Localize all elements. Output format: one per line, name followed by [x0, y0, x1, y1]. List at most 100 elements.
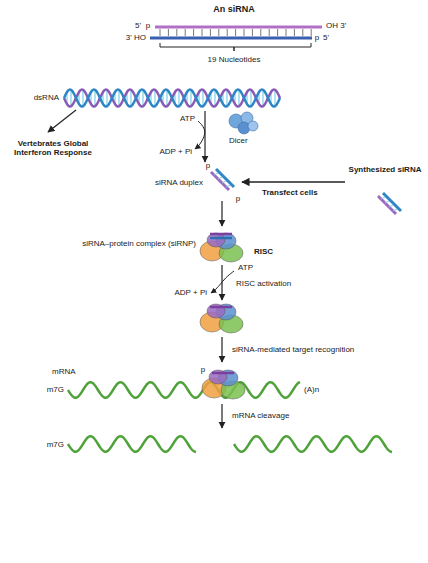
sense-strand [155, 26, 322, 29]
diagram-label: ADP + Pi [159, 147, 192, 156]
base-pair [250, 91, 251, 105]
diagram-label: Dicer [229, 136, 248, 145]
base-pair [235, 29, 236, 36]
sirna-duplex [222, 181, 226, 183]
arrow [221, 404, 222, 428]
base-pair [226, 91, 227, 105]
base-pair [166, 91, 167, 105]
base-pair [214, 91, 215, 105]
mrna-fragment [234, 436, 392, 452]
diagram-label: Vertebrates Global Interferon Response [5, 139, 101, 157]
arrow [48, 110, 76, 132]
sirna-duplex [226, 185, 230, 187]
base-pair [94, 91, 95, 105]
base-pair [218, 29, 219, 36]
base-pair [168, 29, 169, 36]
guide-strand [210, 306, 232, 309]
base-pair [260, 29, 261, 36]
diagram-label: p [206, 161, 210, 170]
base-pair [227, 29, 228, 36]
sirna-duplex [218, 177, 222, 179]
base-pair [185, 29, 186, 36]
antisense-strand [150, 37, 312, 40]
base-pair [82, 91, 83, 105]
diagram-label: Transfect cells [262, 188, 318, 197]
diagram-label: mRNA [52, 367, 76, 376]
base-pair [130, 91, 131, 105]
base-pair [176, 29, 177, 36]
diagram-label: mRNA cleavage [232, 411, 289, 420]
rna-strand [64, 89, 280, 106]
base-pair [190, 91, 191, 105]
base-pair [202, 91, 203, 105]
dicer-enzyme [248, 121, 258, 131]
synthesized-sirna [393, 209, 397, 211]
arrow [204, 111, 205, 162]
arrow [242, 181, 345, 182]
guide-strand [212, 372, 234, 375]
diagram-label: 3' HO [126, 33, 146, 42]
base-pair [193, 29, 194, 36]
diagram-label: RISC [254, 247, 273, 256]
energy-arrow [195, 121, 205, 149]
arrow [221, 337, 222, 362]
diagram-label: m7G [47, 385, 64, 394]
base-pair [210, 29, 211, 36]
base-pair [178, 91, 179, 105]
base-pair [118, 91, 119, 105]
diagram-label: siRNA-mediated target recognition [232, 345, 354, 354]
guide-strand [210, 233, 232, 236]
diagram-label: ATP [180, 114, 195, 123]
base-pair [202, 29, 203, 36]
base-pair [262, 91, 263, 105]
base-pair [252, 29, 253, 36]
diagram-label: p [201, 365, 205, 374]
diagram-label: ADP + Pi [174, 288, 207, 297]
base-pair [154, 91, 155, 105]
base-pair [244, 29, 245, 36]
diagram-label: 5' [135, 21, 141, 30]
diagram-label: 19 Nucleotides [208, 55, 261, 64]
diagram-label: dsRNA [34, 93, 59, 102]
diagram-label: m7G [47, 440, 64, 449]
sirna-duplex [214, 173, 218, 175]
mrna [68, 382, 300, 398]
base-pair [311, 29, 312, 36]
diagram-label: p [146, 21, 150, 30]
diagram-label: siRNA duplex [155, 178, 203, 187]
base-pair [160, 29, 161, 36]
base-pair [106, 91, 107, 105]
diagram-label: p [315, 33, 319, 42]
diagram-label: (A)n [304, 385, 319, 394]
synthesized-sirna [381, 197, 385, 199]
panel-title: An siRNA [213, 4, 255, 14]
base-pair [70, 91, 71, 105]
base-pair [142, 91, 143, 105]
sirna-duplex [216, 169, 234, 187]
diagram-label: RISC activation [236, 279, 291, 288]
base-pair [269, 29, 270, 36]
synthesized-sirna [385, 201, 389, 203]
rna-strand [64, 89, 280, 106]
synthesized-sirna [389, 205, 393, 207]
base-pair [286, 29, 287, 36]
diagram-label: Synthesized siRNA [346, 165, 424, 174]
energy-arrow [211, 271, 234, 293]
base-pair [277, 29, 278, 36]
bracket [160, 43, 311, 51]
base-pair [274, 91, 275, 105]
base-pair [302, 29, 303, 36]
diagram-label: ATP [238, 263, 253, 272]
base-pair [294, 29, 295, 36]
diagram-label: OH 3' [326, 21, 346, 30]
passenger-strand [210, 237, 232, 240]
diagram-label: 5' [323, 33, 329, 42]
synthesized-sirna [383, 193, 401, 211]
diagram-label: siRNA–protein complex (siRNP) [82, 239, 196, 248]
mrna-fragment [68, 436, 196, 452]
diagram-label: p [236, 194, 240, 203]
base-pair [238, 91, 239, 105]
